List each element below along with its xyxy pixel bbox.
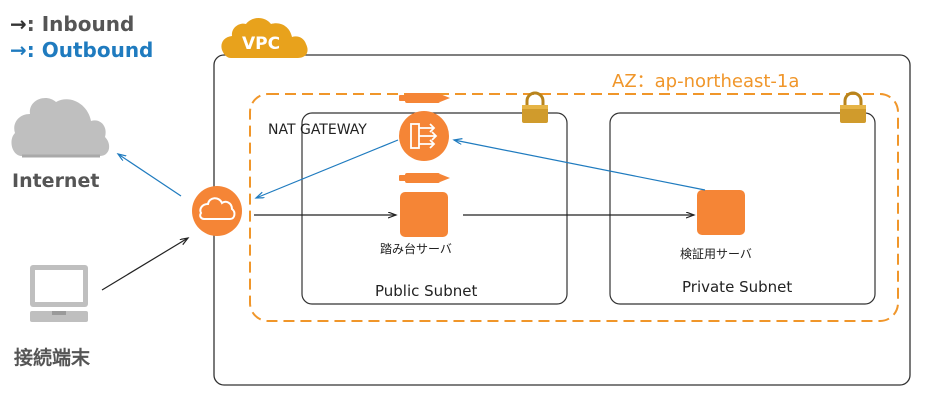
lock-icon-public — [522, 91, 548, 123]
internet-gateway-icon — [192, 186, 242, 236]
lock-icon-private — [840, 91, 866, 123]
outbound-igw-to-internet — [118, 154, 182, 197]
internet-label: Internet — [12, 170, 100, 192]
outbound-label: : Outbound — [26, 38, 154, 62]
private-subnet-label: Private Subnet — [682, 278, 793, 296]
inbound-label: : Inbound — [26, 12, 135, 36]
vpc-label: VPC — [242, 34, 281, 54]
laptop-icon — [30, 265, 88, 322]
az-boundary — [249, 93, 899, 322]
nat-gateway-label: NAT GATEWAY — [268, 122, 367, 138]
nat-gateway-icon — [399, 93, 450, 161]
outbound-arrow: → — [10, 38, 27, 62]
internet-cloud-icon — [11, 97, 110, 158]
verify-server-icon — [697, 190, 745, 235]
legend-outbound: →: Outbound — [10, 38, 153, 62]
public-subnet-label: Public Subnet — [375, 282, 478, 300]
outbound-verify-to-nat — [454, 140, 706, 191]
vpc-badge-icon — [221, 18, 308, 58]
bastion-server-icon — [399, 173, 450, 237]
bastion-label: 踏み台サーバ — [380, 242, 452, 256]
az-label: AZ：ap-northeast-1a — [612, 71, 800, 92]
legend-inbound: →: Inbound — [10, 12, 134, 36]
inbound-arrow: → — [10, 12, 27, 36]
outbound-nat-to-igw — [256, 139, 399, 198]
inbound-terminal-to-igw — [101, 238, 188, 291]
terminal-label: 接続端末 — [14, 347, 91, 369]
verify-server-label: 検証用サーバ — [680, 247, 752, 261]
